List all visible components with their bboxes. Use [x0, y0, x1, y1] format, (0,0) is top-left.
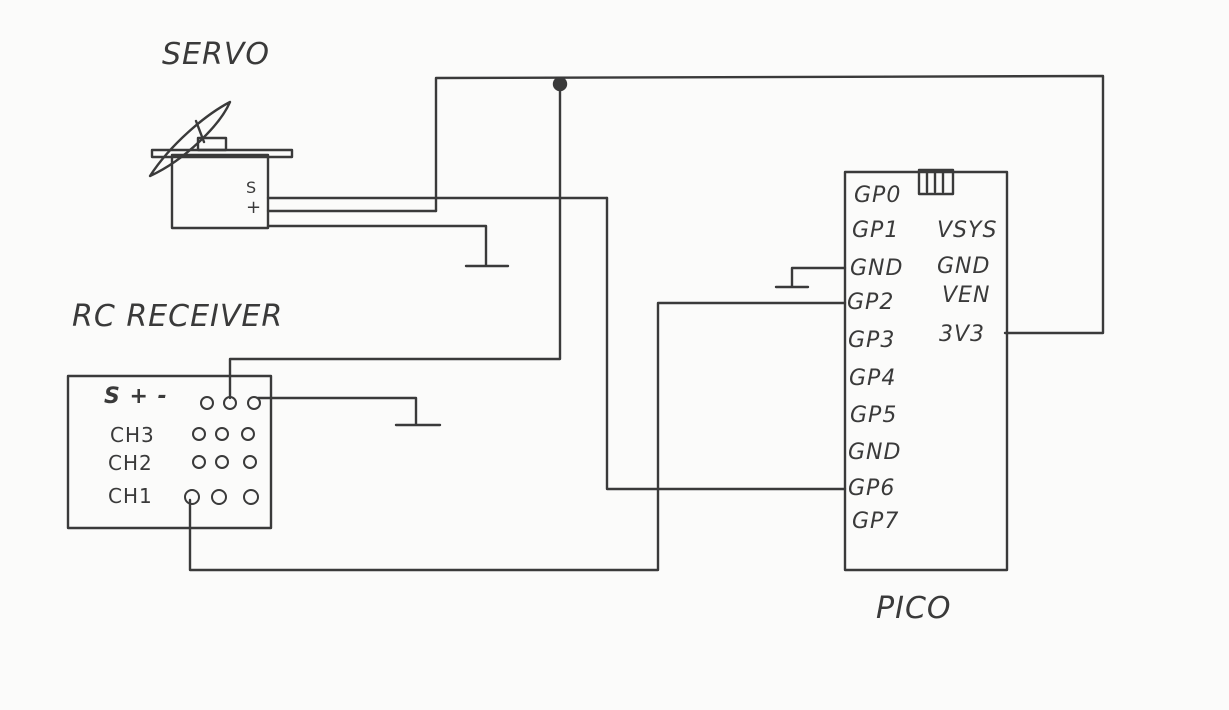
- pico-pin-gp3: GP3: [848, 328, 896, 353]
- pico-pin-gp7: GP7: [852, 509, 900, 534]
- ch1-signal-wire-gp2: [188, 301, 847, 572]
- servo-wire-minus: [266, 224, 488, 267]
- servo-pin-plus: +: [246, 197, 263, 218]
- receiver-ch1: CH1: [108, 484, 153, 508]
- receiver-ground-wire: [256, 396, 418, 426]
- power-wire-receiver: [228, 82, 562, 400]
- pico-pin-gp0: GP0: [854, 183, 902, 208]
- pico-pin-gp5: GP5: [850, 403, 898, 428]
- pico-ground-wire: [790, 266, 847, 288]
- receiver-header-label: S + -: [104, 384, 168, 409]
- pico-pin-vsys: VSYS: [937, 218, 998, 243]
- servo-icon: [148, 100, 294, 230]
- pico-pin-gnd-1: GND: [850, 256, 904, 281]
- receiver-ch2: CH2: [108, 451, 153, 475]
- servo-label: SERVO: [162, 37, 270, 72]
- receiver-pin-header: [184, 396, 261, 505]
- pico-pin-gp2: GP2: [847, 290, 895, 315]
- pico-pin-3v3: 3V3: [939, 322, 986, 347]
- power-wire-top: [434, 74, 1105, 335]
- signal-wire-gp6: [605, 196, 847, 491]
- pico-pin-gnd-2: GND: [848, 440, 902, 465]
- servo-pin-signal: S: [246, 178, 258, 197]
- pico-pin-gp1: GP1: [852, 218, 900, 243]
- receiver-box: [66, 374, 273, 530]
- pico-pin-gp4: GP4: [849, 366, 897, 391]
- pico-pin-ven: VEN: [942, 283, 991, 308]
- pico-pin-gnd-right: GND: [937, 254, 991, 279]
- receiver-ch3: CH3: [110, 423, 155, 447]
- pico-label: PICO: [876, 591, 952, 626]
- pico-pin-gp6: GP6: [848, 476, 896, 501]
- pico-usb-connector: [917, 168, 955, 196]
- receiver-label: RC RECEIVER: [72, 299, 284, 334]
